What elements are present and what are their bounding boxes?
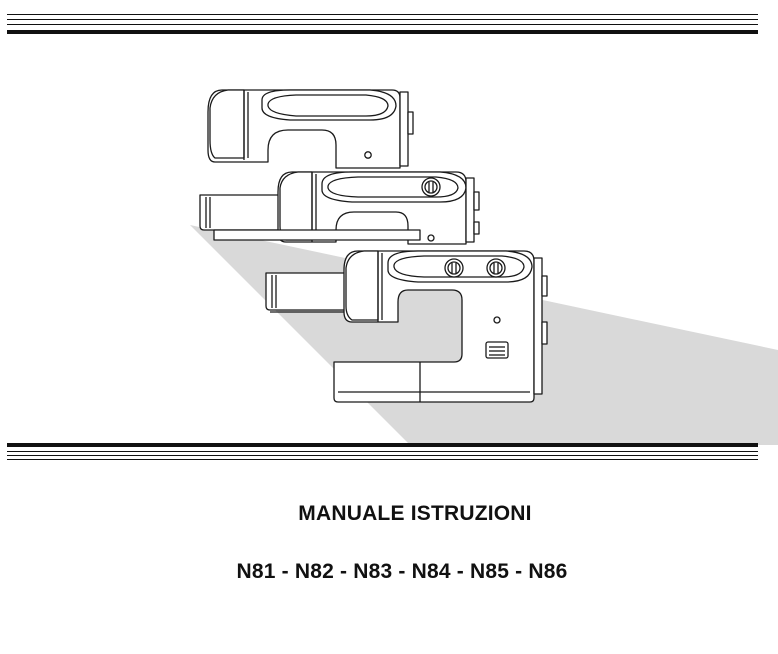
manual-title: MANUALE ISTRUZIONI (298, 502, 532, 525)
middle-rule-thin-2 (7, 455, 758, 456)
sewing-machine-back (207, 89, 414, 169)
middle-rule-group (7, 443, 758, 463)
sewing-machines-illustration (190, 89, 778, 445)
top-rule-thin-1 (7, 14, 758, 15)
sewing-machine-middle (199, 171, 480, 245)
sewing-machine-front (265, 250, 548, 403)
top-rule-thick (7, 30, 758, 34)
top-rule-group (7, 14, 758, 38)
middle-rule-thick (7, 443, 758, 447)
middle-rule-thin-3 (7, 459, 758, 460)
model-list: N81 - N82 - N83 - N84 - N85 - N86 (236, 560, 568, 583)
top-rule-thin-2 (7, 19, 758, 20)
middle-rule-thin-1 (7, 451, 758, 452)
top-rule-thin-3 (7, 24, 758, 25)
